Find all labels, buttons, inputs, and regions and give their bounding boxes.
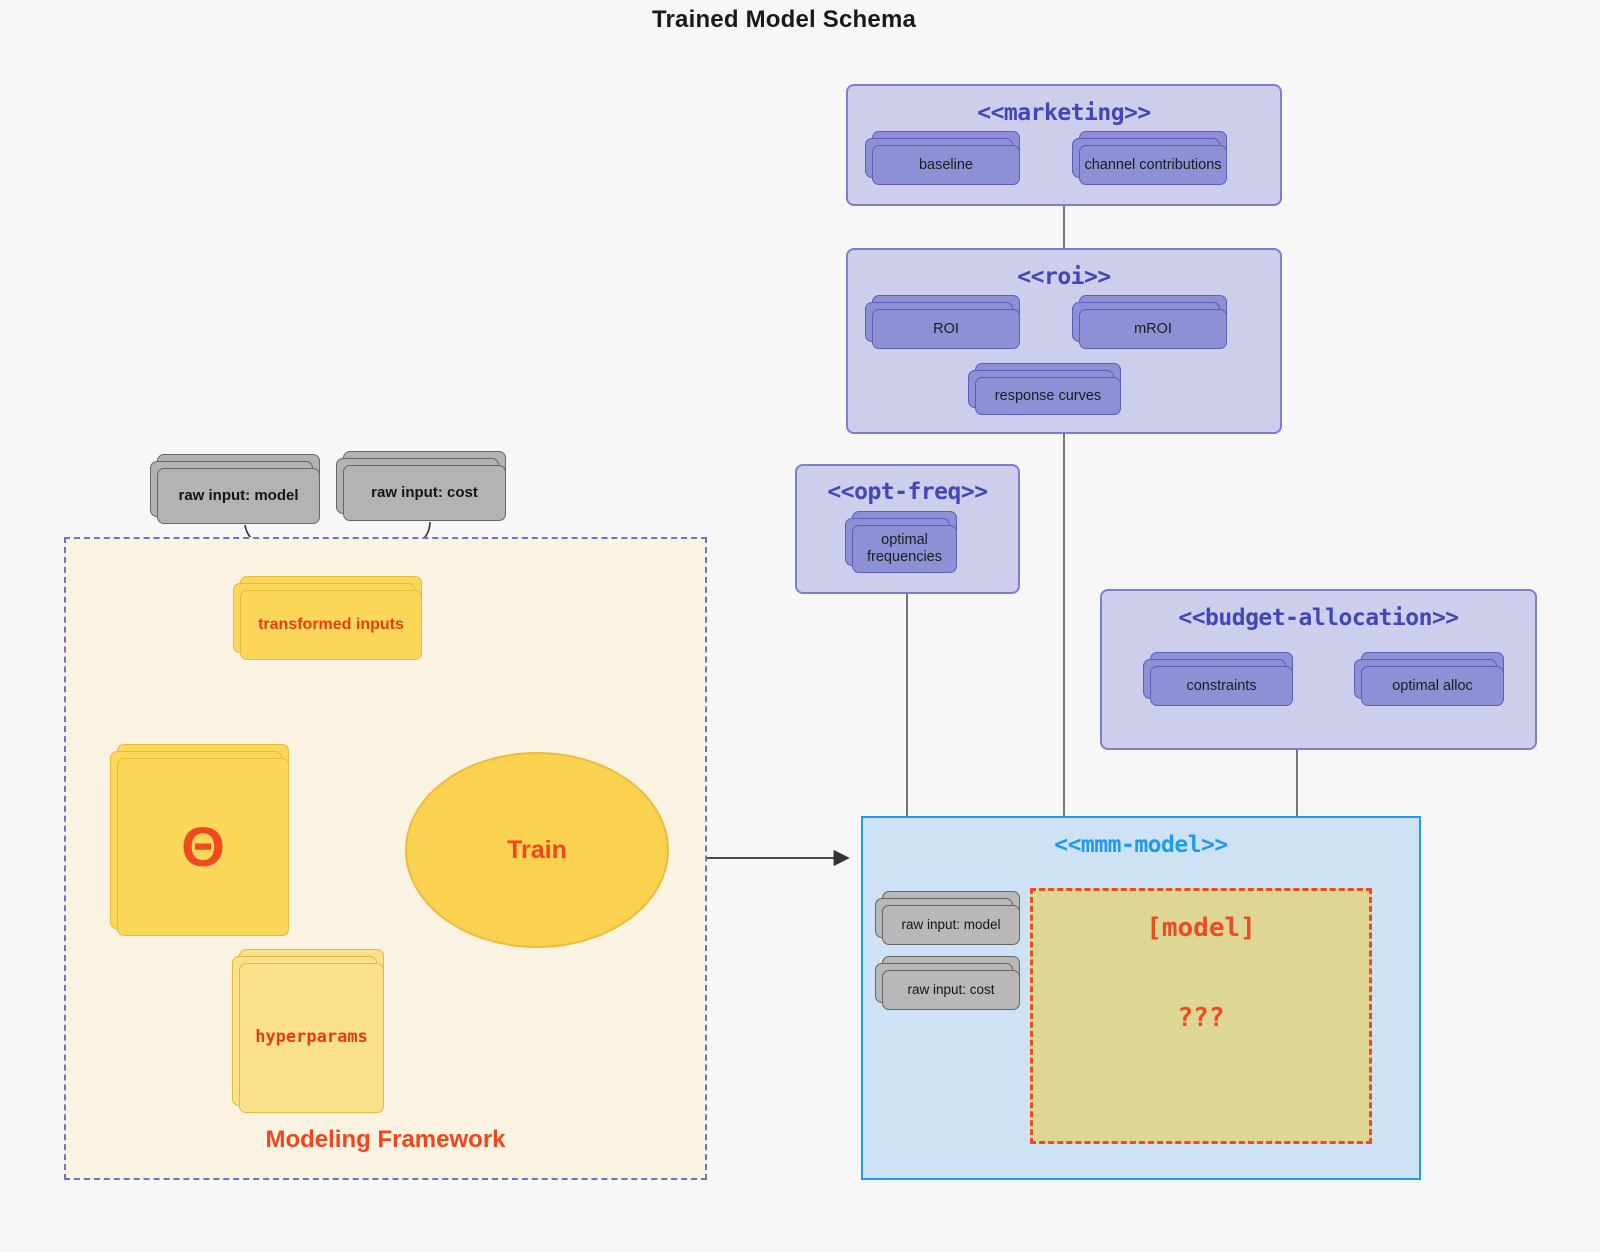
package-mmm-model-title: <<mmm-model>> (1054, 832, 1228, 858)
node-roi-label: ROI (872, 309, 1020, 349)
node-hyperparams-label: hyperparams (239, 963, 384, 1113)
node-mmm-raw-input-model[interactable]: raw input: model (875, 891, 1020, 945)
modeling-framework-label: Modeling Framework (265, 1126, 506, 1153)
node-raw-input-model[interactable]: raw input: model (150, 454, 320, 524)
node-response-curves-label: response curves (975, 377, 1121, 415)
node-transformed-inputs[interactable]: transformed inputs (233, 576, 422, 660)
node-raw-input-model-label: raw input: model (157, 468, 320, 524)
package-opt-freq-title: <<opt-freq>> (827, 479, 988, 505)
node-mmm-raw-input-cost-label: raw input: cost (882, 970, 1020, 1010)
package-mmm-model[interactable]: <<mmm-model>> raw input: model raw input… (861, 816, 1421, 1180)
node-mroi-label: mROI (1079, 309, 1227, 349)
package-roi-title: <<roi>> (1017, 264, 1111, 290)
package-roi[interactable]: <<roi>> ROI mROI response curves (846, 248, 1282, 434)
node-optimal-frequencies[interactable]: optimal frequencies (845, 511, 957, 573)
node-optimal-frequencies-label: optimal frequencies (852, 525, 957, 573)
node-roi[interactable]: ROI (865, 295, 1020, 349)
node-channel-contributions-label: channel contributions (1079, 145, 1227, 185)
package-budget-allocation[interactable]: <<budget-allocation>> constraints optima… (1100, 589, 1537, 750)
node-theta-label: Θ (117, 758, 289, 936)
node-transformed-inputs-label: transformed inputs (240, 590, 422, 660)
package-opt-freq[interactable]: <<opt-freq>> optimal frequencies (795, 464, 1020, 594)
package-budget-allocation-title: <<budget-allocation>> (1178, 605, 1459, 631)
train-process-node[interactable]: Train (405, 752, 669, 948)
page-title: Trained Model Schema (651, 6, 917, 33)
node-theta[interactable]: Θ (110, 744, 289, 936)
model-placeholder-unknown: ??? (1177, 1003, 1225, 1033)
node-constraints-label: constraints (1150, 666, 1293, 706)
train-label: Train (507, 835, 567, 864)
node-optimal-alloc-label: optimal alloc (1361, 666, 1504, 706)
node-raw-input-cost[interactable]: raw input: cost (336, 451, 506, 521)
model-placeholder-title: [model] (1146, 913, 1256, 943)
node-baseline-label: baseline (872, 145, 1020, 185)
package-marketing[interactable]: <<marketing>> baseline channel contribut… (846, 84, 1282, 206)
node-mroi[interactable]: mROI (1072, 295, 1227, 349)
package-marketing-title: <<marketing>> (977, 100, 1151, 126)
node-baseline[interactable]: baseline (865, 131, 1020, 185)
node-response-curves[interactable]: response curves (968, 363, 1121, 415)
model-placeholder-box[interactable]: [model] ??? (1030, 888, 1372, 1144)
node-optimal-alloc[interactable]: optimal alloc (1354, 652, 1504, 706)
node-mmm-raw-input-cost[interactable]: raw input: cost (875, 956, 1020, 1010)
node-constraints[interactable]: constraints (1143, 652, 1293, 706)
node-hyperparams[interactable]: hyperparams (232, 949, 384, 1113)
node-raw-input-cost-label: raw input: cost (343, 465, 506, 521)
node-channel-contributions[interactable]: channel contributions (1072, 131, 1227, 185)
node-mmm-raw-input-model-label: raw input: model (882, 905, 1020, 945)
